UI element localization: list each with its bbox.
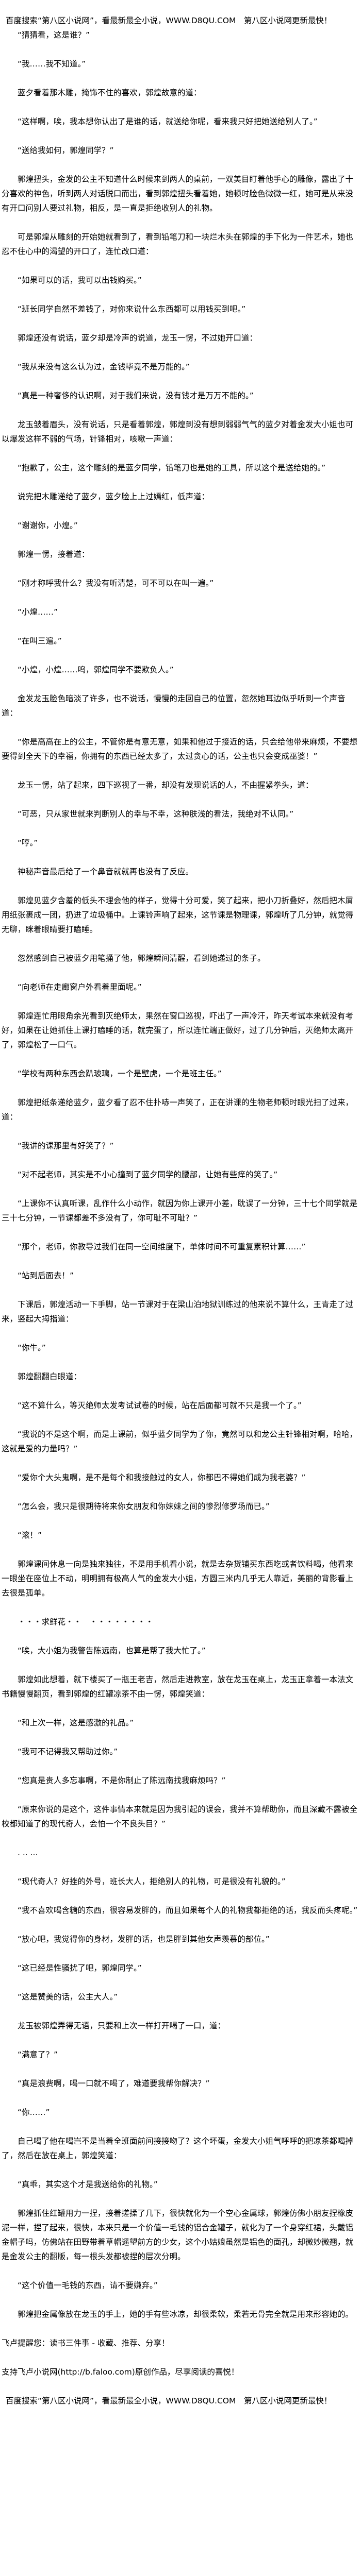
chapter-paragraph: “这是赞美的话，公主大人。” [18, 1992, 118, 2002]
chapter-paragraph: “可恶，只从家世就来判断别人的幸与不幸，这种肤浅的看法，我绝对不认同。” [18, 809, 294, 819]
chapter-paragraph: “原来你说的是这个，这件事情本来就是因为我引起的误会，我并不算帮助你，而且深藏不… [2, 1805, 358, 1828]
chapter-paragraph: 龙玉被郭煌弄得无语，只要和上次一样打开喝了一口，道： [18, 2021, 226, 2030]
chapter-paragraph: “你牛。” [18, 1343, 46, 1352]
chapter-paragraph: “我……我不知道。” [18, 59, 86, 69]
chapter-paragraph: “那个，老师，你教导过我们在同一空间维度下，单体时间不可重复累积计算……” [18, 1242, 306, 1251]
chapter-paragraph: “你……” [18, 2108, 50, 2117]
chapter-paragraph: . .. ... [18, 1848, 38, 1857]
chapter-paragraph: “我说的不是这个啊，而是上课前，似乎蓝夕同学为了你，竟然可以和龙公主针锋相对啊，… [2, 1430, 358, 1453]
chapter-paragraph: “对不起老师，其实是不小心撞到了蓝夕同学的腰部，让她有些痒的笑了。” [18, 1170, 278, 1179]
chapter-paragraph: “向老师在走廊窗户外看着里面呢。” [18, 982, 142, 992]
chapter-paragraph: ・・・求鲜花・・ ・・・・・・・・ [18, 1617, 154, 1626]
footer-reminder: 飞卢提醒您：读书三件事 - 收藏、推荐、分享！ [2, 2338, 170, 2348]
chapter-paragraph: “如果可以的话，我可以出钱购买。” [18, 276, 142, 285]
chapter-paragraph: “站到后面去！” [18, 1271, 74, 1280]
chapter-paragraph: 神秘声音最后给了一个鼻音就就再也没有了反应。 [18, 867, 194, 876]
site-banner-bottom: 百度搜索“第八区小说网”，看最新最全小说，WWW.D8QU.COM 第八区小说网… [6, 2396, 332, 2405]
chapter-paragraph: “放心吧，我觉得你的身材，发胖的话，也是胖到其他女声羡慕的部位。” [18, 1935, 270, 1944]
chapter-paragraph: “我可不记得我又帮助过你。” [18, 1747, 118, 1756]
chapter-paragraph: “怎么会，我只是很期待将来你女朋友和你妹妹之间的惨烈修罗场而已。” [18, 1502, 270, 1511]
chapter-paragraph: 郭煌扭头，金发的公主不知道什么时候来到两人的桌前，一双美目盯着他手心的雕像，露出… [2, 175, 354, 213]
chapter-paragraph: “唉，大小姐为我警告陈远南，也算是帮了我大忙了。” [18, 1646, 206, 1655]
chapter-paragraph: “小煌，小煌……呜，郭煌同学不要欺负人。” [18, 665, 174, 674]
chapter-paragraph: “和上次一样，这是感激的礼品。” [18, 1718, 134, 1727]
chapter-page: 百度搜索“第八区小说网”，看最新最全小说，WWW.D8QU.COM 第八区小说网… [2, 16, 359, 2405]
chapter-body: “猜猜看，这是谁？” “我……我不知道。” 蓝夕看着那木雕，掩饰不住的喜欢，郭煌故意… [2, 28, 359, 2321]
chapter-paragraph: “满意了？” [18, 2050, 58, 2059]
chapter-paragraph: “这个价值一毛钱的东西，请不要嫌弃。” [18, 2281, 158, 2290]
footer-support-link[interactable]: 支持飞卢小说网(http://b.faloo.com)原创作品，尽享阅读的喜悦！ [2, 2367, 239, 2377]
chapter-paragraph: 自己喝了他在喝岂不是当着全班面前间接接吻了？这个坏蛋，金发大小姐气呼呼的把凉茶都… [2, 2137, 354, 2160]
chapter-paragraph: 郭煌连忙用眼角余光看到灭绝师太，果然在窗口巡视，吓出了一声冷汗，昨天考试本来就没… [2, 1011, 354, 1049]
chapter-paragraph: “现代奇人？好挫的外号，班长大人，拒绝别人的礼物，可是很没有礼貌的。” [18, 1877, 286, 1886]
chapter-paragraph: “我讲的课那里有好笑了？” [18, 1141, 114, 1150]
chapter-paragraph: “小煌……” [18, 607, 58, 617]
chapter-paragraph: 郭煌见蓝夕含羞的低头不理会他的样子，觉得十分可爱，笑了起来，把小刀折叠好，然后把… [2, 896, 354, 934]
chapter-paragraph: “这已经是性骚扰了吧，郭煌同学。” [18, 1963, 142, 1973]
chapter-paragraph: “抱歉了，公主，这个雕刻的是蓝夕同学，铅笔刀也是她的工具，所以这个是送给她的。” [18, 463, 326, 472]
chapter-paragraph: “猜猜看，这是谁？” [18, 30, 90, 40]
chapter-paragraph: “学校有两种东西会趴玻璃，一个是壁虎，一个是班主任。” [18, 1069, 222, 1078]
chapter-paragraph: “哼。” [18, 838, 38, 848]
chapter-paragraph: 郭煌翻翻白眼道： [18, 1372, 82, 1381]
site-banner-top: 百度搜索“第八区小说网”，看最新最全小说，WWW.D8QU.COM 第八区小说网… [6, 16, 332, 25]
chapter-paragraph: “我从来没有这么认为过，金钱毕竟不是万能的。” [18, 362, 190, 371]
chapter-paragraph: 龙玉皱着眉头，没有说话，只是看着郭煌，郭煌到没有想到弱弱气气的蓝夕对着金发大小姐… [2, 420, 354, 444]
chapter-paragraph: 金发龙玉脸色暗淡了许多，也不说话，慢慢的走回自己的位置，忽然她耳边似乎听到一个声… [2, 694, 346, 718]
chapter-paragraph: “你是高高在上的公主，不管你是有意无意，如果和他过于接近的话，只会给他带来麻烦，… [2, 737, 358, 761]
chapter-paragraph: “班长同学自然不差钱了，对你来说什么东西都可以用钱买到吧。” [18, 304, 246, 314]
chapter-paragraph: 说完把木雕递给了蓝夕，蓝夕脸上上过嫣红，低声道： [18, 492, 210, 501]
chapter-paragraph: 郭煌一愣，接着道： [18, 550, 90, 559]
chapter-paragraph: “我不喜欢喝含糖的东西，很容易发胖的，而且如果每个人的礼物我都拒绝的话，我反而头… [18, 1906, 358, 1915]
chapter-paragraph: 郭煌把金属像放在龙玉的手上，她的手有些冰凉，却很柔软，柔若无骨完全就是用来形容她… [18, 2310, 354, 2319]
chapter-paragraph: 郭煌把纸条递给蓝夕，蓝夕看了忍不住扑哧一声笑了，正在讲课的生物老师顿时眼光扫了过… [2, 1098, 354, 1122]
chapter-paragraph: “爱你个大头鬼啊，是不是每个和我接触过的女人，你都巴不得她们成为我老婆？” [18, 1473, 306, 1482]
chapter-paragraph: “送给我如何，郭煌同学？” [18, 146, 114, 155]
chapter-paragraph: 可是郭煌从雕刻的开始她就看到了，看到铅笔刀和一块烂木头在郭煌的手下化为一件艺术，… [2, 232, 354, 256]
chapter-paragraph: “在叫三遍。” [18, 636, 62, 646]
chapter-paragraph: “这样啊，唉，我本想你认出了是谁的话，就送给你呢，看来我只好把她送给别人了。” [18, 117, 318, 126]
chapter-paragraph: “真是浪费啊，喝一口就不喝了，难道要我帮你解决？” [18, 2079, 210, 2088]
chapter-paragraph: 郭煌抓住红罐用力一捏，接着搓揉了几下，很快就化为一个空心金属球，郭煌仿佛小朋友捏… [2, 2209, 354, 2261]
chapter-paragraph: 龙玉一愣，站了起来，四下巡视了一番，却没有发现说话的人，不由握紧拳头，道： [18, 781, 314, 790]
chapter-paragraph: “滚！” [18, 1531, 42, 1540]
chapter-paragraph: “这不算什么，等灭绝师太发考试试卷的时候，站在后面都可就不只是我一个了。” [18, 1401, 302, 1410]
chapter-paragraph: 郭煌如此想着，就下楼买了一瓶王老吉，然后走进教室，放在龙玉在桌上，龙玉正拿着一本… [2, 1675, 354, 1699]
chapter-paragraph: 郭煌还没有说话，蓝夕却是冷声的说道，龙玉一愣，不过她开口道： [18, 333, 258, 343]
chapter-paragraph: 下课后，郭煌活动一下手脚，站一节课对于在梁山泊地狱训练过的他来说不算什么，王青走… [2, 1300, 354, 1324]
chapter-paragraph: “刚才称呼我什么？我没有听清楚，可不可以在叫一遍。” [18, 579, 214, 588]
chapter-paragraph: 郭煌课间休息一向是独来独往，不是用手机看小说，就是去杂货铺买东西吃或者饮料喝，他… [2, 1560, 354, 1598]
chapter-paragraph: “真是一种奢侈的认识啊，对于我们来说，没有钱才是万万不能的。” [18, 391, 254, 400]
chapter-paragraph: 忽然感到自己被蓝夕用笔捅了他，郭煌瞬间清醒，看到她递过的条子。 [18, 954, 266, 963]
chapter-paragraph: “谢谢你，小煌。” [18, 521, 78, 530]
chapter-paragraph: “上课你不认真听课，乱作什么小动作，就因为你上课开小差，耽误了一分钟，三十七个同… [2, 1199, 358, 1223]
chapter-paragraph: “真乖，其实这个才是我送给你的礼物。” [18, 2180, 158, 2189]
chapter-paragraph: “您真是贵人多忘事啊，不是你制止了陈远南找我麻烦吗？” [18, 1776, 226, 1785]
chapter-paragraph: 蓝夕看着那木雕，掩饰不住的喜欢，郭煌故意的道： [18, 88, 202, 97]
